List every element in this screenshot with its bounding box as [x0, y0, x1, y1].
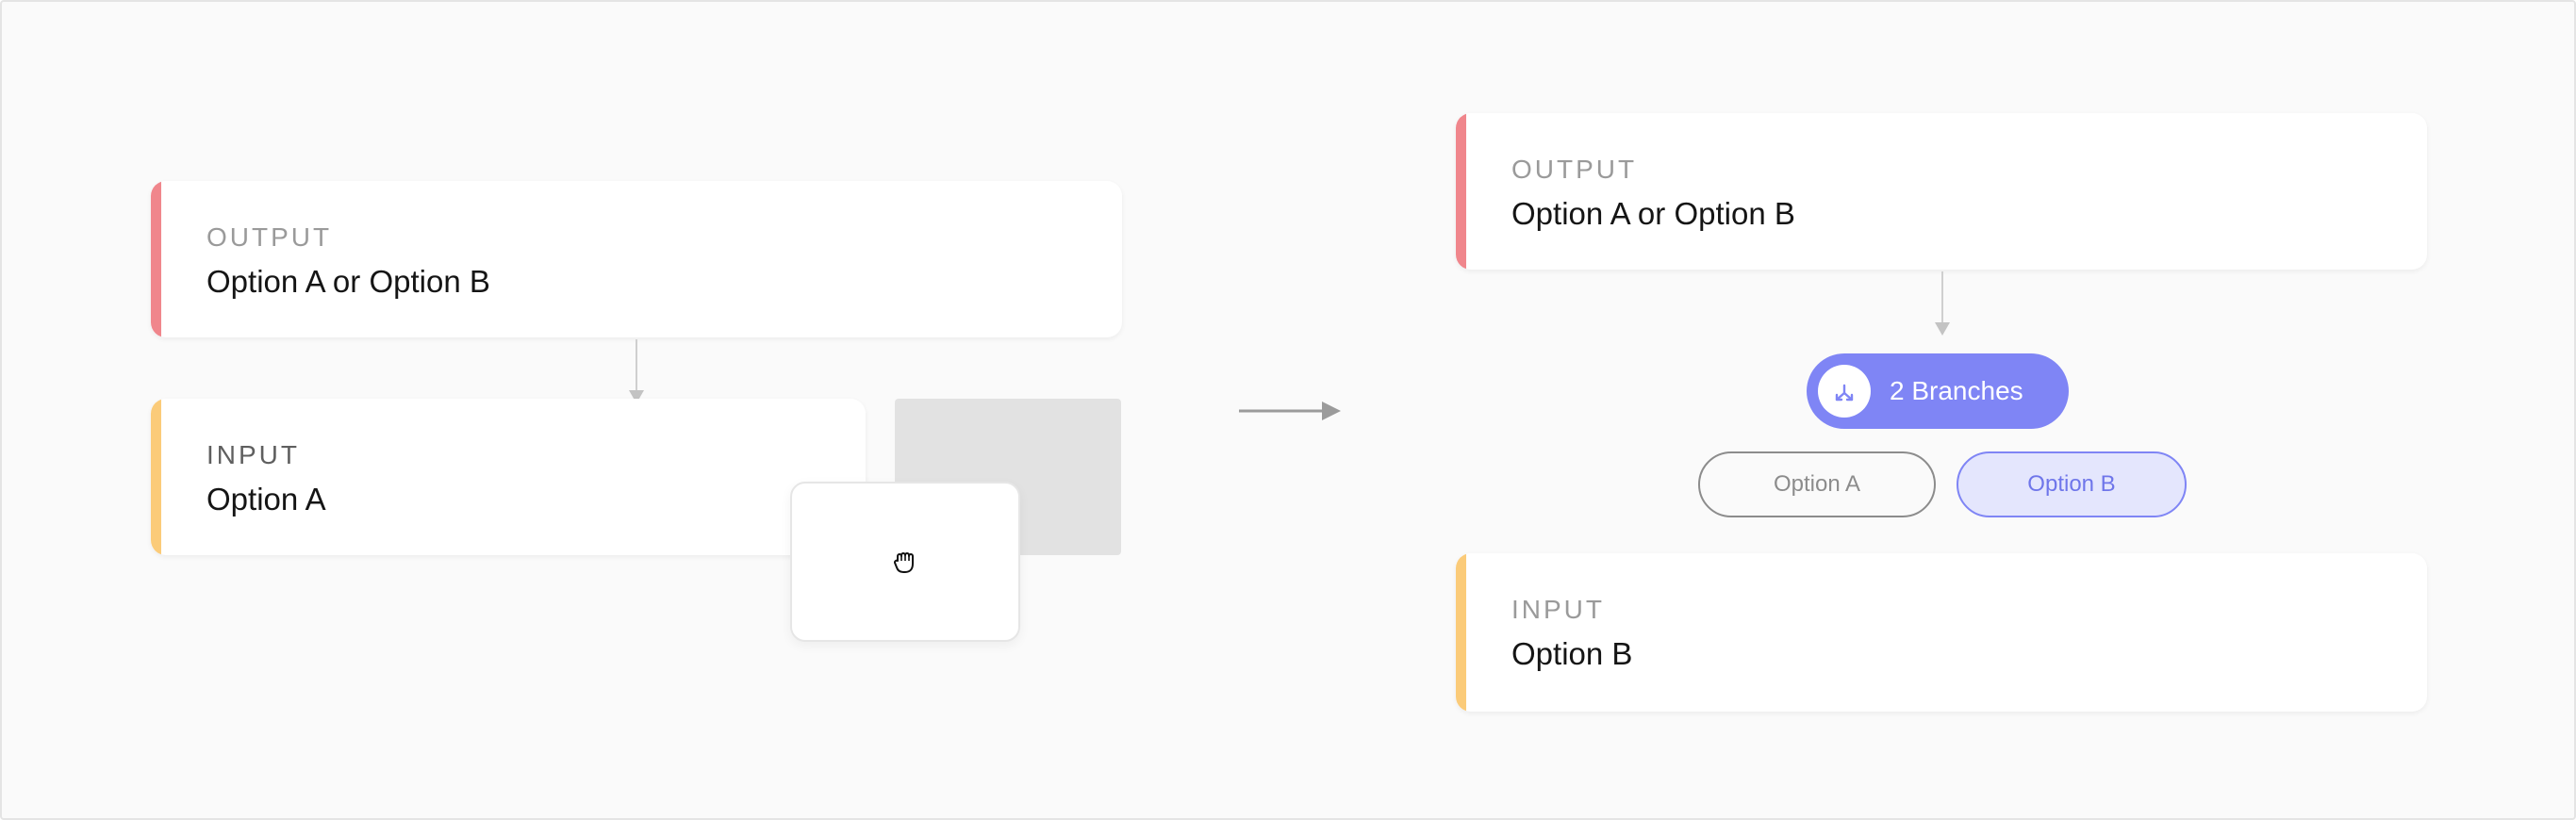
branches-label: 2 Branches [1890, 376, 2023, 405]
input-value: Option B [1511, 636, 1633, 671]
output-kind-label: OUTPUT [1511, 155, 1638, 184]
branches-badge[interactable]: 2 Branches [1807, 353, 2069, 429]
option-b-chip[interactable]: Option B [1957, 451, 2187, 517]
output-value: Option A or Option B [206, 264, 490, 299]
output-accent-bar [151, 181, 161, 337]
branch-merge-icon [1835, 384, 1854, 402]
output-accent-bar [1456, 113, 1466, 270]
input-card-after[interactable]: INPUT Option B [1456, 553, 2427, 712]
option-a-chip[interactable]: Option A [1698, 451, 1936, 517]
connector-line [1941, 271, 1943, 324]
input-kind-label: INPUT [1511, 595, 1605, 624]
grab-hand-icon [894, 552, 914, 573]
input-accent-bar [1456, 553, 1466, 712]
output-card[interactable]: OUTPUT Option A or Option B [151, 181, 1122, 337]
dragged-card[interactable] [790, 482, 1020, 642]
input-card[interactable]: INPUT Option A [151, 399, 866, 555]
arrow-right-icon [1239, 402, 1341, 420]
grab-hand-icon [890, 546, 920, 581]
transition-arrow [1239, 398, 1343, 424]
input-value: Option A [206, 482, 326, 517]
output-card-after[interactable]: OUTPUT Option A or Option B [1456, 113, 2427, 270]
connector-line [636, 339, 637, 392]
output-kind-label: OUTPUT [206, 222, 333, 252]
branch-merge-icon [1818, 365, 1871, 418]
input-accent-bar [151, 399, 161, 555]
output-value: Option A or Option B [1511, 196, 1795, 231]
connector-arrow [1935, 322, 1950, 336]
input-kind-label: INPUT [206, 440, 300, 469]
